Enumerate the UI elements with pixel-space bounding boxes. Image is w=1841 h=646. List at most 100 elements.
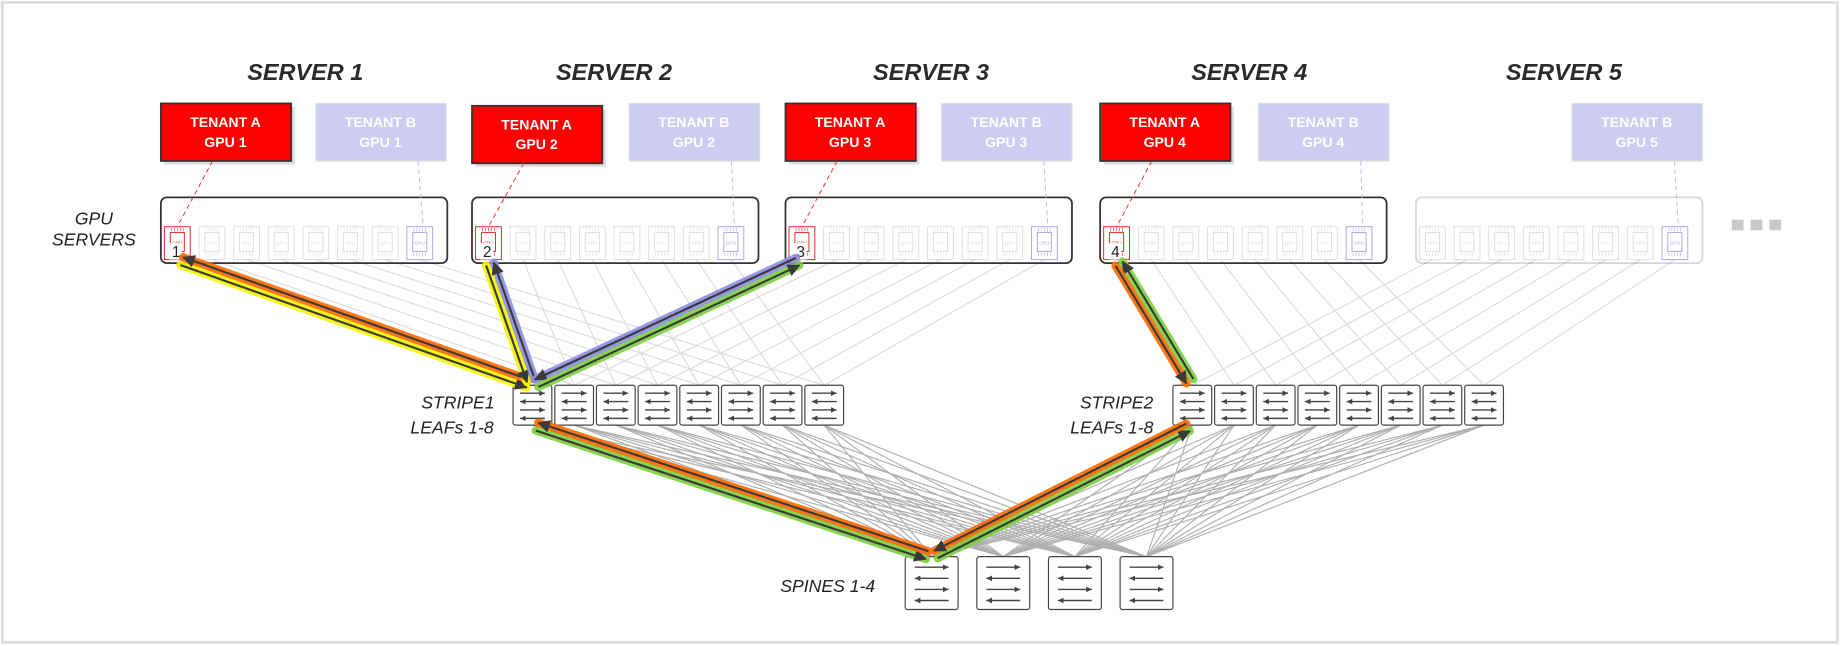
- stripe1-label-line2: LEAFs 1-8: [410, 417, 493, 437]
- chip-text: GPU: [207, 240, 218, 245]
- leaf-spine-link: [823, 424, 1076, 558]
- tenant-a-dashed-link: [176, 160, 213, 227]
- gpu-servers-label-line2: SERVERS: [52, 230, 136, 250]
- leaf-switch-icon: [512, 384, 553, 426]
- server-title: SERVER 2: [556, 59, 672, 85]
- chip-text: GPU: [657, 240, 668, 245]
- gpu-leaf-link: [615, 259, 872, 386]
- tenant-a-gpu-label: GPU 1: [204, 134, 246, 150]
- leaf-spine-link: [1074, 424, 1401, 558]
- leaf-spine-link: [615, 424, 1076, 558]
- leaf-spine-link: [615, 424, 1004, 558]
- gpu-leaf-link: [1233, 259, 1468, 386]
- gpu-chip-icon: GPU: [233, 226, 260, 261]
- gpu-chip-icon: GPU: [1592, 226, 1619, 261]
- gpu-server-box: [784, 196, 1073, 265]
- leaf-switch-icon: [804, 384, 845, 426]
- gpu-leaf-link: [350, 259, 742, 386]
- leaf-spine-link: [1003, 424, 1485, 558]
- stripe2-label-line1: STRIPE2: [1080, 393, 1154, 413]
- gpu-server-box: [1099, 196, 1388, 265]
- leaf-spine-link: [1074, 424, 1485, 558]
- leaf-switch-icon: [554, 384, 595, 426]
- tenant-b-dashed-link: [1360, 160, 1364, 227]
- gpu-number-label: 4: [1111, 244, 1120, 261]
- gpu-leaf-link: [1220, 259, 1318, 386]
- leaf-switch-icon: [679, 384, 720, 426]
- chip-text: GPU: [1319, 240, 1330, 245]
- chip-text: GPU: [1601, 240, 1612, 245]
- tenant-a-box: [784, 102, 917, 162]
- leaf-switch-icon: [1172, 384, 1213, 426]
- tenant-b-gpu-label: GPU 3: [985, 134, 1027, 150]
- gpu-chip-icon: GPU: [1661, 226, 1689, 261]
- chip-text: GPU: [1497, 240, 1508, 245]
- gpu-leaf-link: [1192, 259, 1433, 386]
- chip-text: GPU: [1005, 240, 1016, 245]
- leaf-switch-icon: [762, 384, 803, 426]
- chip-text: GPU: [866, 240, 877, 245]
- tenant-a-dashed-link: [488, 163, 525, 227]
- tenant-b-label: TENANT B: [971, 114, 1042, 130]
- chip-text: GPU: [172, 240, 183, 245]
- leaf-spine-link: [1002, 424, 1235, 558]
- leaf-spine-link: [823, 424, 933, 558]
- gpu-leaf-link: [1358, 259, 1572, 386]
- gpu-chip-icon: GPU: [302, 226, 330, 261]
- tenant-a-label: TENANT A: [501, 116, 572, 132]
- chip-text: GPU: [415, 240, 426, 245]
- gpu-chip-icon: GPU: [613, 226, 641, 261]
- gpu-chip-icon: GPU: [717, 226, 745, 261]
- tenant-b-gpu-label: GPU 5: [1616, 134, 1658, 150]
- highlighted-path-green: [1118, 257, 1198, 384]
- gpu-chip-icon: GPU: [267, 226, 295, 261]
- leaf-switch-icon: [637, 384, 678, 426]
- gpu-server-box: [159, 196, 449, 265]
- gpu-chip-icon: GPU: [1311, 226, 1338, 261]
- tenant-a-gpu-label: GPU 4: [1144, 134, 1186, 150]
- server-title: SERVER 4: [1191, 59, 1307, 85]
- more-servers-ellipsis: [1769, 219, 1782, 231]
- tenant-b-gpu-label: GPU 1: [359, 134, 401, 150]
- chip-text: GPU: [1670, 240, 1681, 245]
- gpu-leaf-link: [661, 259, 742, 386]
- leaf-spine-link: [782, 424, 933, 558]
- gpu-leaf-link: [1442, 259, 1641, 386]
- leaf-switch-icon: [1297, 384, 1338, 426]
- gpu-leaf-link: [384, 259, 783, 386]
- chip-text: GPU: [1111, 240, 1122, 245]
- gpu-chip-icon: GPU: [1557, 226, 1585, 261]
- chip-text: GPU: [276, 240, 287, 245]
- chip-text: GPU: [831, 240, 842, 245]
- chip-text: GPU: [483, 240, 494, 245]
- chip-text: GPU: [311, 240, 322, 245]
- tenant-b-gpu-label: GPU 4: [1302, 134, 1344, 150]
- gpu-leaf-link: [1483, 259, 1676, 386]
- leaf-spine-link: [1146, 424, 1401, 558]
- leaf-spine-link: [1074, 424, 1276, 558]
- chip-text: GPU: [1354, 240, 1365, 245]
- leaf-spine-link: [931, 424, 1443, 558]
- leaf-switch-icon: [720, 384, 761, 426]
- leaf-spine-link: [698, 424, 1004, 558]
- gpu-chip-icon: GPU: [648, 226, 675, 261]
- leaf-spine-link: [657, 424, 1004, 558]
- chip-text: GPU: [1566, 240, 1577, 245]
- highlighted-path-orange: [178, 253, 534, 384]
- chip-text: GPU: [1285, 240, 1296, 245]
- gpu-chip-icon: GPU: [578, 226, 606, 261]
- gpu-leaf-link: [1150, 259, 1235, 386]
- tenant-b-dashed-link: [730, 160, 735, 227]
- gpu-leaf-link: [1185, 259, 1277, 386]
- gpu-leaf-link: [782, 259, 1011, 386]
- chip-text: GPU: [691, 240, 702, 245]
- gpu-leaf-link: [698, 259, 941, 386]
- gpu-leaf-link: [1116, 259, 1193, 386]
- highlighted-path-green: [534, 261, 804, 392]
- spine-switch-icon: [1047, 556, 1102, 611]
- gpu-leaf-link: [1358, 259, 1485, 386]
- chip-text: GPU: [1146, 240, 1157, 245]
- leaf-spine-link: [1003, 424, 1443, 558]
- tenant-b-gpu-label: GPU 2: [673, 134, 715, 150]
